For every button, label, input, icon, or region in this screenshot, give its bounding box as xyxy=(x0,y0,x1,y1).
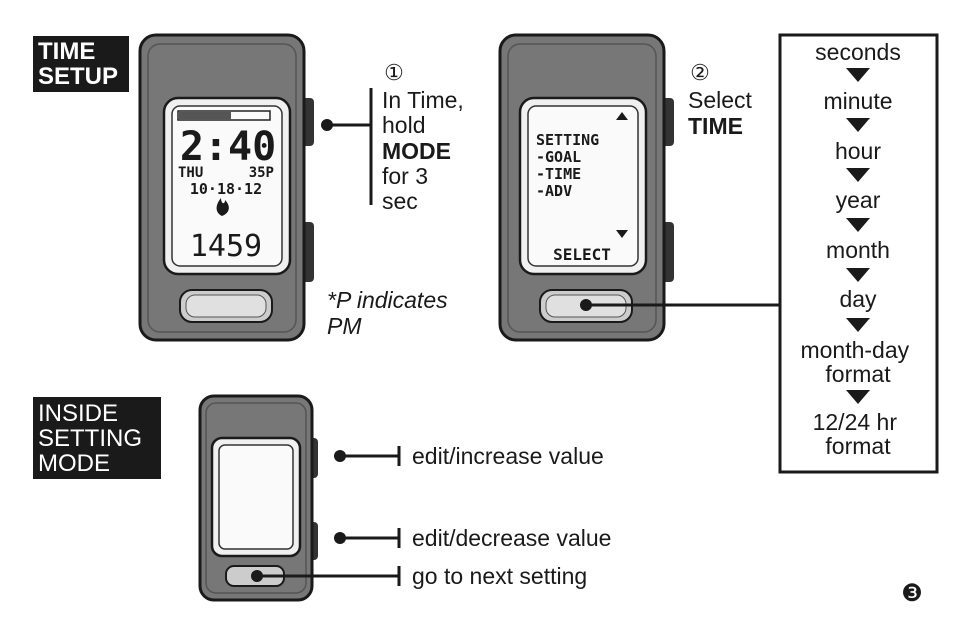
sequence-arrow-icon xyxy=(846,218,870,232)
decrease-label: edit/decrease value xyxy=(412,525,611,551)
step2-line2: TIME xyxy=(688,113,743,139)
device-1-goal-bar-fill xyxy=(179,112,231,119)
flame-icon xyxy=(216,198,229,216)
time-setup-header-line1: TIME xyxy=(38,38,95,65)
step2-line1: Select xyxy=(688,87,753,113)
time-setup-header-line2: SETUP xyxy=(38,63,118,90)
sequence-arrow-icon xyxy=(846,318,870,332)
device-3 xyxy=(198,394,318,602)
sequence-item-month-day-format-text: month-day xyxy=(800,337,909,363)
device-2-menu-line4: -ADV xyxy=(536,182,572,200)
device-2-screen xyxy=(527,105,639,267)
inside-setting-header-line1: INSIDE xyxy=(38,400,118,427)
sequence-item-seconds: seconds xyxy=(815,39,901,65)
step1-line1: In Time, xyxy=(382,87,464,113)
device-2-scroll-up-icon xyxy=(616,112,628,120)
step1-number: ① xyxy=(384,60,404,85)
next-setting-label: go to next setting xyxy=(412,563,587,589)
device-2-menu-line3: -TIME xyxy=(536,165,581,183)
step1-line4: for 3 xyxy=(382,163,428,189)
device-2: SETTING -GOAL -TIME -ADV SELECT xyxy=(498,33,674,342)
inside-setting-header-box xyxy=(33,397,161,479)
note-line1: *P indicates xyxy=(327,287,448,313)
device-2-select-label: SELECT xyxy=(553,245,611,264)
sequence-item-12-24-format: 12/24 hr format xyxy=(813,409,904,459)
sequence-arrow-icon xyxy=(846,118,870,132)
device-1-temp: 35P xyxy=(249,165,274,181)
step1-line2: hold xyxy=(382,112,425,138)
sequence-item-month: month xyxy=(826,237,890,263)
page-marker: ❸ xyxy=(901,580,923,607)
sequence-arrow-icon xyxy=(846,390,870,404)
inside-setting-header-line3: MODE xyxy=(38,450,110,477)
device-2-menu-line2: -GOAL xyxy=(536,148,581,166)
sequence-item-month-day-format-text-line2: format xyxy=(825,361,891,387)
sequence-arrow-icon xyxy=(846,268,870,282)
sequence-item-day: day xyxy=(839,286,877,312)
device-1-goal-bar xyxy=(177,110,271,121)
sequence-arrow-icon xyxy=(846,168,870,182)
sequence-item-minute: minute xyxy=(823,88,892,114)
step1-line3: MODE xyxy=(382,138,451,164)
inside-setting-header-line2: SETTING xyxy=(38,425,142,452)
sequence-item-12-24-format-text: 12/24 hr xyxy=(813,409,898,435)
step1-pointer-dot xyxy=(321,119,333,131)
device-1-time: 2:40 xyxy=(180,124,276,170)
sequence-item-year: year xyxy=(836,187,881,213)
increase-label: edit/increase value xyxy=(412,443,604,469)
device-1-day: THU xyxy=(178,165,203,181)
time-setup-header-box xyxy=(33,36,129,92)
device-1: 2:40 THU 35P 10·18·12 1459 xyxy=(138,33,314,342)
step1-line5: sec xyxy=(382,188,418,214)
device-2-menu-line1: SETTING xyxy=(536,131,599,149)
sequence-arrow-icon xyxy=(846,68,870,82)
device-1-date: 10·18·12 xyxy=(190,180,262,198)
note-line2: PM xyxy=(327,313,362,339)
sequence-item-month-day-format: month-day format xyxy=(800,337,915,387)
step2-number: ② xyxy=(690,60,710,85)
device-2-scroll-down-icon xyxy=(616,230,628,238)
sequence-item-hour: hour xyxy=(835,138,881,164)
sequence-item-12-24-format-text-line2: format xyxy=(825,433,891,459)
device-1-screen xyxy=(171,105,283,267)
device-3-screen xyxy=(218,444,294,550)
device-1-steps: 1459 xyxy=(190,229,262,264)
